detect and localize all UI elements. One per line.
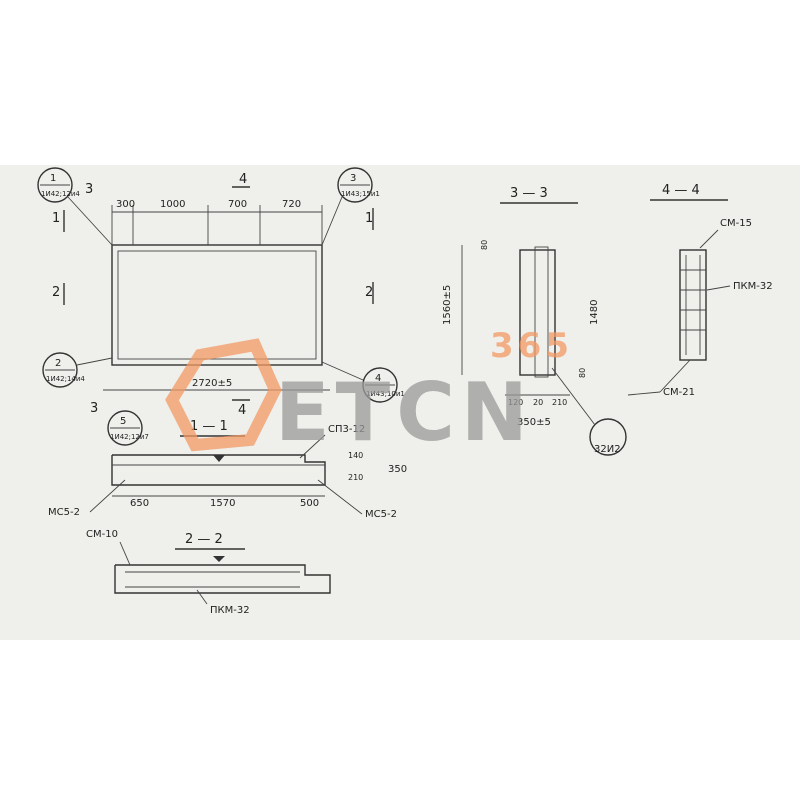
label-pkm-32: ПКМ-32	[210, 605, 250, 616]
node-1-sheet: 1И42;12и4	[41, 190, 80, 198]
cut-3-bottom: 3	[90, 401, 98, 416]
dim-140: 140	[348, 451, 363, 460]
dim-720: 720	[282, 199, 301, 210]
cut-1-right: 1	[365, 211, 373, 226]
bottom-80: 80	[578, 368, 587, 378]
label-mc5-2-right: МС5-2	[365, 509, 397, 520]
dim-300: 300	[116, 199, 135, 210]
node-1-callout	[37, 167, 73, 203]
watermark: ETCN 365	[165, 326, 573, 459]
dim-210: 210	[552, 398, 567, 407]
label-mc5-2-left: МС5-2	[48, 507, 80, 518]
node-2-number: 2	[55, 358, 61, 369]
node-3-number: 3	[350, 173, 356, 184]
watermark-number: 365	[490, 326, 573, 366]
dim-650: 650	[130, 498, 149, 509]
watermark-brand: ETCN	[275, 366, 534, 459]
plan-view: 300 1000 700 720 2720±5 4 4 1 1 2 2 3 3 …	[37, 167, 405, 418]
height-1560: 1560±5	[442, 285, 453, 325]
node-3-sheet: 1И43;15и1	[341, 190, 380, 198]
node-32-callout	[589, 418, 627, 456]
section-3-3-profile	[519, 249, 556, 376]
dim-1570: 1570	[210, 498, 235, 509]
length-dimension: 2720±5	[192, 378, 232, 389]
dim-120: 120	[508, 398, 523, 407]
node-4-number: 4	[375, 373, 381, 384]
dim-20: 20	[533, 398, 543, 407]
panel-inner-outline	[117, 250, 317, 360]
cut-2-right: 2	[365, 285, 373, 300]
node-4-callout	[362, 367, 398, 403]
dim-350: 350	[388, 464, 407, 475]
node-2-sheet: 1И42;14и4	[46, 375, 85, 383]
watermark-logo-hexagon	[165, 338, 282, 452]
label-cm-10: СМ-10	[86, 529, 118, 540]
cut-4-bottom: 4	[238, 403, 246, 418]
cut-2-left: 2	[52, 285, 60, 300]
width-350: 350±5	[517, 417, 551, 428]
node-1-number: 1	[50, 173, 56, 184]
section-2-2: 2 — 2 СМ-10 ПКМ-32	[86, 529, 331, 616]
section-1-1-profile	[111, 454, 326, 486]
cut-3-top: 3	[85, 182, 93, 197]
node-5-callout	[107, 410, 143, 446]
label-cm-15: СМ-15	[720, 218, 752, 229]
cut-1-left: 1	[52, 211, 60, 226]
section-4-4: 4 — 4 СМ-15 ПКМ-32 СМ-21	[627, 183, 773, 398]
section-3-3-title: 3 — 3	[510, 186, 548, 201]
dim-1000: 1000	[160, 199, 185, 210]
label-pkm-32-4: ПКМ-32	[733, 281, 773, 292]
node-2-callout	[42, 352, 78, 388]
node-3-callout	[337, 167, 373, 203]
section-3-3: 3 — 3 1560±5 1480 80 80 120 20 210 350±5…	[442, 186, 627, 456]
node-5-number: 5	[120, 416, 126, 427]
section-4-4-title: 4 — 4	[662, 183, 700, 198]
section-4-4-profile	[679, 249, 707, 361]
node-5-sheet: 1И42;12и7	[110, 433, 149, 441]
section-2-2-profile	[114, 564, 331, 594]
node-32-label: 32И2	[594, 444, 621, 455]
label-cm-21: СМ-21	[663, 387, 695, 398]
label-sp3-12: СП3-12	[328, 424, 365, 435]
section-2-2-title: 2 — 2	[185, 532, 223, 547]
dim-210: 210	[348, 473, 363, 482]
inner-1480: 1480	[589, 300, 600, 325]
top-80: 80	[480, 240, 489, 250]
dim-700: 700	[228, 199, 247, 210]
section-1-1-title: 1 — 1	[190, 419, 228, 434]
cut-4-top: 4	[239, 172, 247, 187]
panel-outline	[111, 244, 323, 366]
dim-500: 500	[300, 498, 319, 509]
node-4-sheet: 1И43;10и1	[366, 390, 405, 398]
